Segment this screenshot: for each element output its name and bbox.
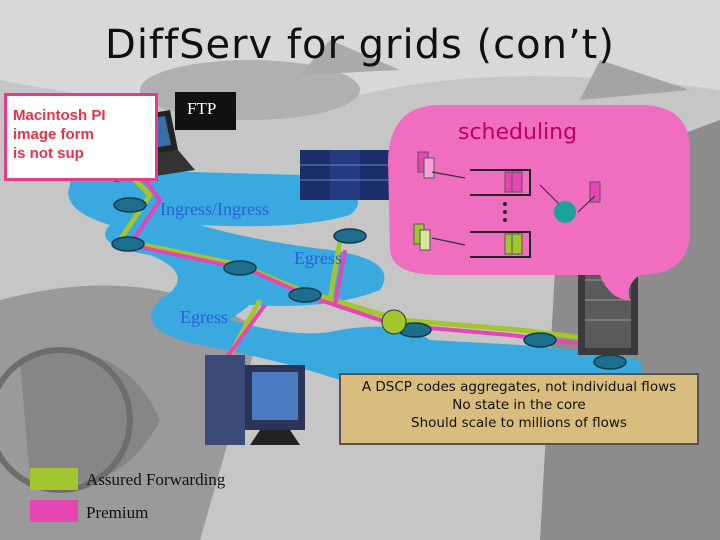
scheduling-label: scheduling xyxy=(458,120,578,145)
router-icon xyxy=(223,260,257,276)
network-cloud xyxy=(68,169,643,400)
premium-path xyxy=(126,178,591,362)
scheduler-node-icon xyxy=(554,201,576,223)
legend-swatch-premium xyxy=(30,500,78,522)
note-line: No state in the core xyxy=(452,397,586,413)
router-icon xyxy=(523,332,557,348)
missing-image-placeholder: Macintosh PI image form is not sup xyxy=(4,93,158,181)
page-title: DiffServ for grids (con’t) xyxy=(105,22,615,68)
egress-label-lower: Egress xyxy=(180,307,228,327)
router-icon xyxy=(111,236,145,252)
notes-box: A DSCP codes aggregates, not individual … xyxy=(339,373,699,445)
legend-swatch-assured-forwarding xyxy=(30,468,78,490)
scheduler-router-icon xyxy=(381,309,407,335)
desktop-computer-icon xyxy=(205,355,305,445)
note-line: A DSCP codes aggregates, not individual … xyxy=(361,379,677,395)
router-icon xyxy=(288,287,322,303)
note-line: Should scale to millions of flows xyxy=(411,415,627,431)
missing-image-line: is not sup xyxy=(13,145,84,162)
router-icon xyxy=(113,197,147,213)
ingress-label: Ingress/Ingress xyxy=(160,199,269,219)
router-icon xyxy=(333,228,367,244)
legend-label-premium: Premium xyxy=(86,503,149,522)
scheduling-callout xyxy=(388,105,690,300)
router-icon xyxy=(593,354,627,370)
ftp-label: FTP xyxy=(175,92,236,130)
missing-image-line: Macintosh PI xyxy=(13,107,106,124)
missing-image-line: image form xyxy=(13,126,94,143)
legend-label-assured-forwarding: Assured Forwarding xyxy=(86,470,226,489)
egress-label-upper: Egress xyxy=(294,248,342,268)
